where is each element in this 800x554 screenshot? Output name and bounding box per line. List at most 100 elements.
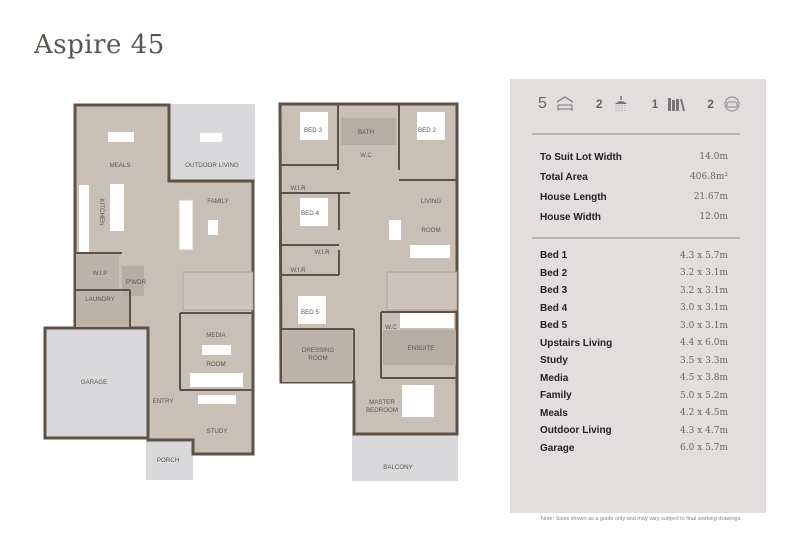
porch-area bbox=[146, 440, 193, 480]
dining-table bbox=[108, 132, 134, 142]
room-size: 3.5 x 3.3m bbox=[680, 355, 728, 366]
room-label-bed-5: BED 5 bbox=[301, 309, 319, 316]
disclaimer-note: Note: Sizes shown as a guide only and ma… bbox=[541, 516, 742, 522]
room-label-pwdr: P'WDR bbox=[126, 279, 147, 286]
shower-icon bbox=[614, 96, 627, 112]
car-icon bbox=[724, 96, 740, 112]
room-label: Bed 1 bbox=[540, 250, 568, 262]
room-label-outdoor-living: OUTDOOR LIVING bbox=[185, 162, 239, 169]
room-row: Outdoor Living 4.3 x 4.7m bbox=[540, 422, 728, 440]
kitchen-island bbox=[110, 184, 124, 231]
room-label-bed-2: BED 2 bbox=[418, 127, 436, 134]
room-label-family: FAMILY bbox=[207, 198, 229, 205]
room-row: Bed 1 4.3 x 5.7m bbox=[540, 247, 728, 265]
books-icon bbox=[668, 98, 686, 112]
study-desk bbox=[198, 395, 236, 404]
spec-value: 12.0m bbox=[699, 212, 728, 222]
room-label-media-room: ROOM bbox=[206, 361, 225, 368]
coffee-table bbox=[208, 220, 218, 235]
room-label-bath: BATH bbox=[358, 129, 374, 136]
living-sofa bbox=[410, 245, 450, 258]
spec-row: House Width 12.0m bbox=[540, 207, 728, 227]
divider bbox=[532, 237, 740, 239]
room-size: 5.0 x 5.2m bbox=[680, 390, 728, 401]
master-bed bbox=[402, 385, 434, 417]
room-row: Family 5.0 x 5.2m bbox=[540, 387, 728, 405]
spec-label: To Suit Lot Width bbox=[540, 151, 622, 163]
room-label: Media bbox=[540, 372, 569, 384]
spec-label: House Width bbox=[540, 211, 602, 223]
outdoor-table bbox=[200, 133, 222, 142]
room-label-study: STUDY bbox=[207, 428, 228, 435]
bathrooms-count: 2 bbox=[595, 97, 603, 111]
spec-value: 406.8m² bbox=[690, 172, 728, 182]
room-label-porch: PORCH bbox=[157, 457, 179, 464]
pwdr-area bbox=[122, 266, 144, 296]
media-sofa bbox=[190, 373, 243, 387]
room-label: Garage bbox=[540, 442, 575, 454]
sofa bbox=[178, 199, 194, 251]
outdoor-living-area bbox=[169, 104, 255, 181]
ground-floor-plan: MEALS OUTDOOR LIVING KITCHEN FAMILY W.I.… bbox=[43, 103, 255, 480]
room-label: Family bbox=[540, 390, 572, 402]
room-label-entry: ENTRY bbox=[153, 398, 174, 405]
room-size: 4.5 x 3.8m bbox=[680, 373, 728, 384]
room-label-media: MEDIA bbox=[206, 332, 226, 339]
kitchen-bench bbox=[79, 185, 89, 252]
room-label-master: MASTER bbox=[369, 399, 395, 406]
room-label-bed-3: BED 3 bbox=[304, 127, 322, 134]
dressing-area bbox=[282, 330, 352, 382]
wip-area bbox=[76, 253, 119, 289]
room-label: Bed 3 bbox=[540, 285, 568, 297]
room-label-laundry: LAUNDRY bbox=[85, 296, 114, 303]
plan-title: Aspire 45 bbox=[34, 30, 165, 60]
feature-bathrooms: 2 bbox=[596, 96, 631, 112]
garage-count: 2 bbox=[707, 97, 714, 111]
spec-value: 21.67m bbox=[693, 192, 728, 202]
room-row: Media 4.5 x 3.8m bbox=[540, 370, 728, 388]
bedrooms-count: 5 bbox=[538, 95, 547, 112]
feature-study: 1 bbox=[652, 96, 687, 112]
stairs bbox=[386, 271, 458, 311]
room-size: 4.3 x 5.7m bbox=[680, 250, 728, 261]
bed-3 bbox=[300, 112, 328, 140]
bed-4 bbox=[300, 198, 328, 226]
bath-area bbox=[341, 118, 396, 145]
ensuite-area bbox=[383, 330, 456, 365]
room-label-wc: W.C bbox=[360, 152, 372, 159]
feature-garage: 2 bbox=[707, 96, 742, 112]
room-label-bed-4: BED 4 bbox=[301, 210, 319, 217]
room-label: Bed 2 bbox=[540, 267, 568, 279]
living-chair bbox=[389, 220, 401, 240]
room-label: Outdoor Living bbox=[540, 425, 612, 437]
room-size: 3.0 x 3.1m bbox=[680, 303, 728, 314]
room-label-balcony: BALCONY bbox=[383, 464, 413, 471]
room-label: Meals bbox=[540, 407, 568, 419]
room-label-living-room: ROOM bbox=[421, 227, 440, 234]
room-label: Study bbox=[540, 355, 568, 367]
laundry-area bbox=[76, 290, 129, 327]
room-size: 3.0 x 3.1m bbox=[680, 320, 728, 331]
room-size: 4.4 x 6.0m bbox=[680, 338, 728, 349]
features-row: 5 2 1 2 bbox=[538, 95, 742, 113]
balcony-area bbox=[352, 434, 458, 481]
room-size: 4.3 x 4.7m bbox=[680, 425, 728, 436]
room-size: 6.0 x 5.7m bbox=[680, 443, 728, 454]
room-label-wir: W.I.R bbox=[290, 185, 306, 192]
study-count: 1 bbox=[651, 97, 659, 111]
room-size: 3.2 x 3.1m bbox=[680, 285, 728, 296]
bed-2 bbox=[417, 112, 445, 140]
bed-5 bbox=[298, 296, 326, 324]
room-label-meals: MEALS bbox=[110, 162, 131, 169]
room-row: Garage 6.0 x 5.7m bbox=[540, 440, 728, 458]
stairs bbox=[182, 271, 254, 311]
room-label-wir: W.I.R bbox=[314, 249, 330, 256]
